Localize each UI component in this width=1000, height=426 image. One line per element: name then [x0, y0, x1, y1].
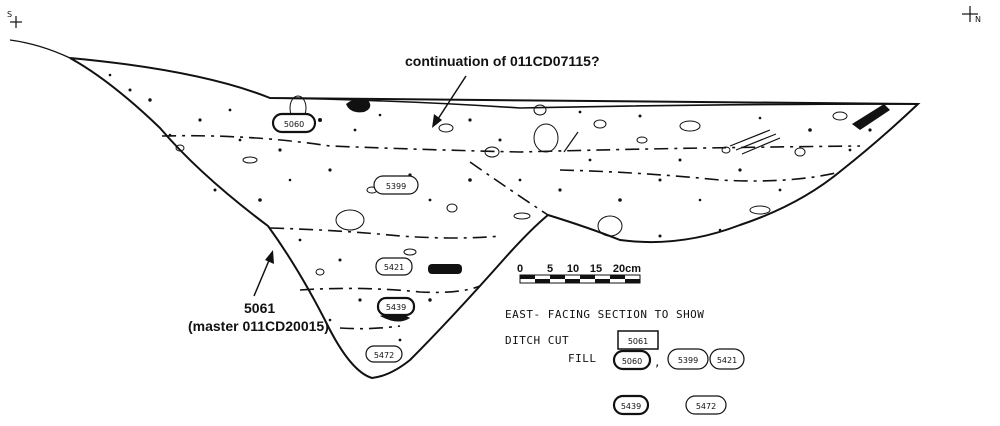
tag-5399-text: 5399: [386, 182, 406, 191]
note-ditch-cut: DITCH CUT: [505, 334, 569, 347]
note-fill-tag-5439: 5439: [612, 394, 650, 416]
note-fill-tag-5472: 5472: [685, 395, 727, 415]
note-fill-tag-5060-text: 5060: [622, 357, 642, 366]
fill-boundaries: [161, 134, 861, 330]
note-fill-tag-5060: 5060: [612, 349, 652, 371]
scale-tick-0: 0: [517, 263, 523, 275]
compass-south-label: S: [7, 10, 12, 19]
tag-5472-text: 5472: [374, 351, 394, 360]
scale-tick-15: 15: [590, 263, 602, 275]
continuation-label: continuation of 011CD07115?: [405, 53, 600, 69]
note-cut-box-text: 5061: [628, 337, 648, 346]
note-fill-tag-5472-text: 5472: [696, 402, 716, 411]
tag-5399: 5399: [373, 175, 419, 195]
stone-inclusions: [175, 95, 848, 276]
note-fill-label: FILL: [568, 352, 597, 365]
tag-5421: 5421: [375, 257, 413, 276]
scale-tick-20cm: 20cm: [613, 263, 641, 275]
tag-5421-text: 5421: [384, 263, 404, 272]
tag-5060-text: 5060: [284, 120, 304, 129]
note-cut-box: 5061: [617, 330, 659, 350]
boundary-base: [339, 325, 401, 330]
scale-tick-5: 5: [547, 263, 553, 275]
note-fill-tag-5399: 5399: [667, 348, 709, 370]
note-fill-tag-5421-text: 5421: [717, 356, 737, 365]
compass-north: N: [962, 6, 981, 24]
tag-5472: 5472: [365, 345, 403, 363]
cut-arrow: [253, 250, 274, 297]
ground-surface-line: [9, 39, 71, 59]
cut-master-label: (master 011CD20015): [188, 318, 329, 334]
boundary-diagonal: [469, 161, 549, 216]
note-fill-tag-5421: 5421: [709, 348, 745, 370]
note-comma: ,: [654, 356, 661, 369]
compass-south: S: [7, 10, 22, 28]
tag-5060: 5060: [271, 112, 317, 134]
boundary-upper: [161, 134, 861, 153]
charcoal-streaks: [563, 129, 781, 155]
compass-north-label: N: [975, 15, 981, 24]
tag-5439: 5439: [376, 296, 416, 317]
ditch-outline: [69, 57, 921, 380]
cut-number-label: 5061: [244, 300, 275, 316]
scale-bar: 0 5 10 15 20cm: [517, 263, 641, 284]
boundary-lower: [299, 285, 481, 294]
boundary-mid: [269, 227, 501, 239]
tag-5439-text: 5439: [386, 303, 406, 312]
note-fill-tag-5399-text: 5399: [678, 356, 698, 365]
note-east-facing: EAST- FACING SECTION TO SHOW: [505, 308, 704, 321]
note-fill-tag-5439-text: 5439: [621, 402, 641, 411]
scale-tick-10: 10: [567, 263, 579, 275]
continuation-arrow: [432, 75, 467, 128]
